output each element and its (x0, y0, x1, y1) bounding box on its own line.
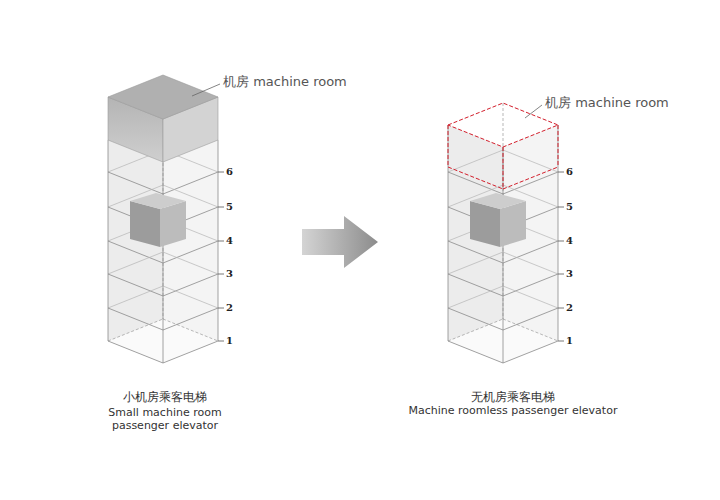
floor-edge (163, 341, 218, 363)
hidden-edge (163, 319, 218, 341)
caption-text: Machine roomless passenger elevator (393, 404, 633, 417)
level-tick (218, 308, 224, 309)
machine-room-outline (448, 125, 449, 167)
floor-edge (108, 308, 163, 330)
level-tick (218, 172, 224, 173)
floor-number: 6 (566, 166, 573, 178)
floor-edge (108, 286, 163, 308)
floor-edge (163, 241, 218, 263)
level-tick (218, 274, 224, 275)
elevator-shaft (448, 103, 564, 363)
floor-edge (448, 252, 503, 274)
hidden-edge (503, 319, 558, 341)
floor-number: 1 (566, 335, 573, 347)
floor-number: 4 (226, 235, 233, 247)
machine-room-outline (503, 147, 504, 189)
level-tick (218, 341, 224, 342)
caption-title: 小机房乘客电梯 (85, 390, 245, 404)
floor-number: 4 (566, 235, 573, 247)
floor-edge (448, 150, 503, 172)
floor-edge (163, 308, 218, 330)
shaft-edge (218, 140, 219, 341)
shaft-edge (448, 125, 449, 341)
hidden-edge (448, 319, 503, 341)
level-tick (558, 308, 564, 309)
leader-line (192, 84, 220, 96)
level-tick (558, 341, 564, 342)
floor-edge (503, 274, 558, 296)
elevator-cabin (130, 201, 160, 247)
floor-edge (163, 286, 218, 308)
level-tick (218, 207, 224, 208)
floor-number: 1 (226, 335, 233, 347)
floor-edge (448, 286, 503, 308)
floor-number: 2 (226, 302, 233, 314)
elevator-cabin (470, 201, 500, 247)
hidden-edge (108, 319, 163, 341)
machine-room-outline (448, 103, 558, 147)
floor-edge (448, 308, 503, 330)
floor-edge (448, 274, 503, 296)
part-label: 机房 machine room (223, 74, 347, 90)
elevator-shaft (108, 75, 224, 363)
level-tick (558, 207, 564, 208)
machine-room (108, 75, 218, 119)
elevator-cabin (470, 193, 526, 209)
floor-number: 2 (566, 302, 573, 314)
machine-room-outline (558, 125, 559, 167)
level-tick (558, 172, 564, 173)
floor-number: 5 (226, 201, 233, 213)
machine-room-outline (448, 167, 503, 189)
level-tick (558, 274, 564, 275)
shaft-edge (503, 147, 504, 363)
floor-number: 5 (566, 201, 573, 213)
leader-line (525, 105, 542, 118)
floor-edge (448, 341, 503, 363)
shaft-edge (163, 162, 164, 363)
level-tick (218, 241, 224, 242)
floor-edge (503, 341, 558, 363)
elevator-cabin (160, 201, 186, 247)
elevator-cabin (500, 201, 526, 247)
floor-edge (503, 241, 558, 263)
floor-edge (503, 308, 558, 330)
shaft-edge (108, 140, 109, 341)
caption-text: Small machine room passenger elevator (95, 406, 235, 432)
floor-number: 3 (226, 268, 233, 280)
part-label: 机房 machine room (545, 95, 669, 111)
floor-edge (163, 274, 218, 296)
floor-edge (108, 274, 163, 296)
machine-room-outline (503, 167, 558, 189)
floor-edge (503, 252, 558, 274)
floor-edge (503, 286, 558, 308)
level-tick (558, 241, 564, 242)
floor-edge (108, 172, 163, 194)
caption-title: 无机房乘客电梯 (433, 390, 593, 404)
floor-number: 6 (226, 166, 233, 178)
elevator-cabin (130, 193, 186, 209)
floor-number: 3 (566, 268, 573, 280)
transition-arrow (302, 216, 378, 268)
floor-edge (163, 252, 218, 274)
floor-edge (163, 172, 218, 194)
floor-edge (448, 172, 503, 194)
floor-edge (503, 172, 558, 194)
floor-edge (108, 252, 163, 274)
floor-edge (503, 150, 558, 172)
shaft-edge (558, 125, 559, 341)
floor-edge (108, 341, 163, 363)
